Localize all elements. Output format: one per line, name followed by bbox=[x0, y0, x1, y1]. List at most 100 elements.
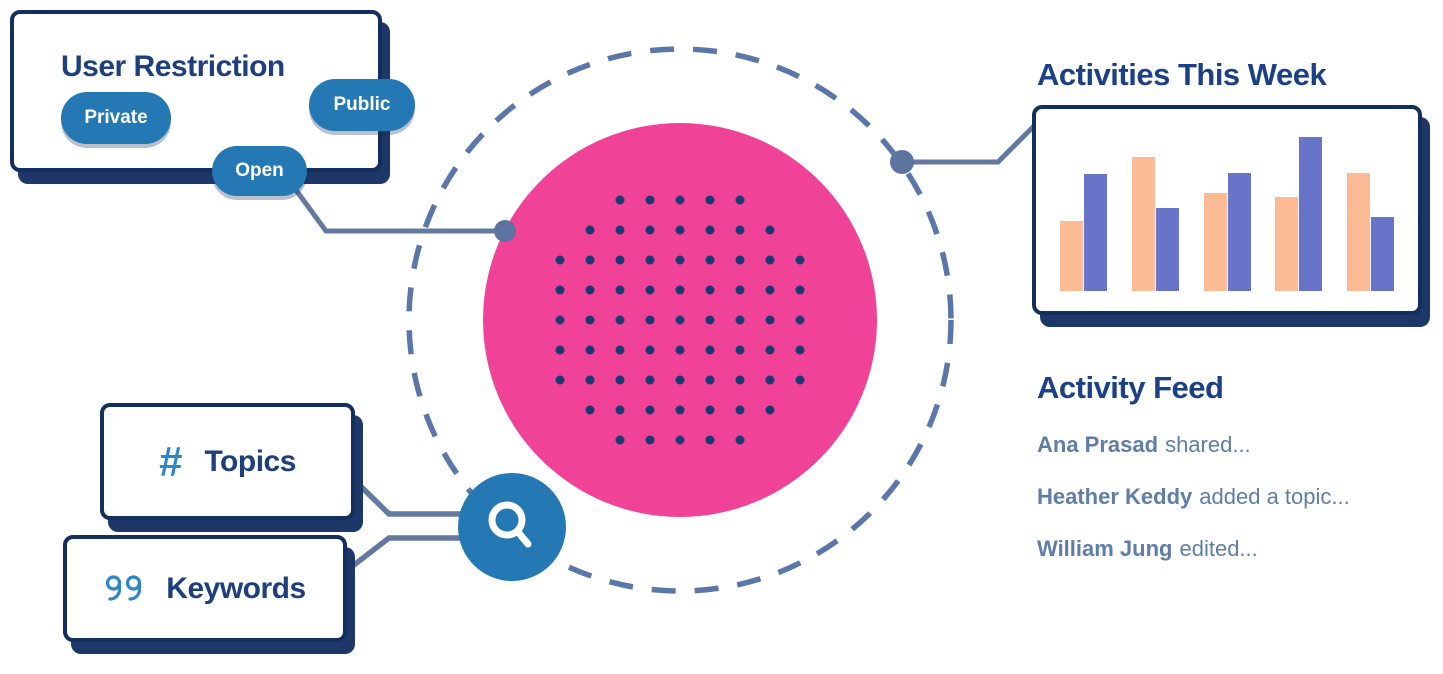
pattern-dot bbox=[615, 195, 625, 205]
pattern-dot bbox=[735, 435, 745, 445]
pattern-dot bbox=[705, 405, 715, 415]
search-button[interactable] bbox=[458, 473, 566, 581]
user-restriction-title: User Restriction bbox=[61, 50, 285, 83]
pattern-dot bbox=[675, 405, 685, 415]
keywords-card: Keywords bbox=[63, 535, 347, 642]
pattern-dot bbox=[795, 375, 805, 385]
pattern-dot bbox=[735, 225, 745, 235]
topics-label: Topics bbox=[204, 444, 296, 478]
quote-icon bbox=[106, 574, 142, 601]
pattern-dot bbox=[615, 405, 625, 415]
dashed-circle bbox=[406, 46, 954, 594]
pattern-dot bbox=[675, 345, 685, 355]
pattern-dot bbox=[735, 195, 745, 205]
pattern-dot bbox=[675, 375, 685, 385]
keywords-label: Keywords bbox=[166, 571, 306, 605]
pattern-dot bbox=[555, 315, 565, 325]
pattern-dot bbox=[795, 255, 805, 265]
peach-series-bar bbox=[1275, 197, 1299, 291]
pattern-dot bbox=[705, 345, 715, 355]
pattern-dot bbox=[585, 315, 595, 325]
pattern-dot bbox=[675, 255, 685, 265]
pattern-dot bbox=[645, 255, 655, 265]
pattern-dot bbox=[645, 375, 655, 385]
pattern-dot bbox=[705, 375, 715, 385]
pattern-dot bbox=[735, 405, 745, 415]
connector-node-right bbox=[890, 150, 914, 174]
public-pill-button[interactable]: Public bbox=[309, 79, 415, 131]
bar-group bbox=[1060, 174, 1107, 291]
connector-ring-to-chart bbox=[902, 116, 1044, 165]
connector-node-left bbox=[494, 220, 516, 242]
feed-action-text: added a topic... bbox=[1199, 484, 1350, 509]
pattern-dot bbox=[585, 375, 595, 385]
peach-series-bar bbox=[1203, 193, 1227, 291]
pattern-dot bbox=[735, 375, 745, 385]
activity-feed-title: Activity Feed bbox=[1037, 370, 1224, 405]
pattern-dot bbox=[585, 405, 595, 415]
purple-series-bar bbox=[1227, 173, 1251, 291]
pattern-dot bbox=[795, 285, 805, 295]
pattern-dot bbox=[615, 345, 625, 355]
bar-group bbox=[1275, 137, 1323, 291]
open-pill-button[interactable]: Open bbox=[212, 146, 307, 196]
search-icon bbox=[488, 501, 532, 548]
user-restriction-card: User Restriction Private Public Open bbox=[10, 10, 415, 196]
pattern-dot bbox=[795, 345, 805, 355]
pattern-dot bbox=[555, 285, 565, 295]
bar-group bbox=[1131, 157, 1179, 291]
connector-keywords-to-search bbox=[339, 535, 465, 578]
topics-card: # Topics bbox=[100, 403, 355, 520]
pattern-dot bbox=[795, 315, 805, 325]
private-pill-button[interactable]: Private bbox=[61, 92, 171, 144]
dot-pattern bbox=[555, 195, 805, 445]
pattern-dot bbox=[765, 345, 775, 355]
pattern-dot bbox=[615, 375, 625, 385]
peach-series-bar bbox=[1131, 157, 1155, 291]
purple-series-bar bbox=[1371, 217, 1394, 291]
pattern-dot bbox=[675, 435, 685, 445]
pattern-dot bbox=[675, 195, 685, 205]
pattern-dot bbox=[735, 285, 745, 295]
pattern-dot bbox=[735, 255, 745, 265]
bar-chart bbox=[1036, 109, 1418, 311]
pattern-dot bbox=[705, 285, 715, 295]
pattern-dot bbox=[645, 195, 655, 205]
pattern-dot bbox=[705, 255, 715, 265]
purple-series-bar bbox=[1084, 174, 1107, 291]
pattern-dot bbox=[765, 285, 775, 295]
purple-series-bar bbox=[1155, 208, 1179, 291]
pattern-dot bbox=[705, 225, 715, 235]
feed-user-name: Ana Prasad bbox=[1037, 432, 1159, 457]
pattern-dot bbox=[705, 435, 715, 445]
pattern-dot bbox=[615, 225, 625, 235]
pattern-dot bbox=[615, 435, 625, 445]
feed-action-text: shared... bbox=[1165, 432, 1251, 457]
pattern-dot bbox=[615, 255, 625, 265]
hash-icon: # bbox=[159, 437, 183, 485]
pattern-dot bbox=[705, 195, 715, 205]
pattern-dot bbox=[645, 345, 655, 355]
feed-action-text: edited... bbox=[1179, 536, 1258, 561]
peach-series-bar bbox=[1347, 173, 1370, 291]
pattern-dot bbox=[555, 345, 565, 355]
connector-topics-to-search bbox=[339, 465, 465, 517]
pattern-dot bbox=[765, 225, 775, 235]
feed-user-name: William Jung bbox=[1037, 536, 1173, 561]
pattern-dot bbox=[555, 375, 565, 385]
pattern-dot bbox=[645, 285, 655, 295]
pattern-dot bbox=[645, 405, 655, 415]
pattern-dot bbox=[555, 255, 565, 265]
pattern-dot bbox=[765, 405, 775, 415]
pattern-dot bbox=[615, 285, 625, 295]
pattern-dot bbox=[765, 315, 775, 325]
pattern-dot bbox=[645, 315, 655, 325]
bar-group bbox=[1203, 173, 1251, 291]
pattern-dot bbox=[645, 225, 655, 235]
